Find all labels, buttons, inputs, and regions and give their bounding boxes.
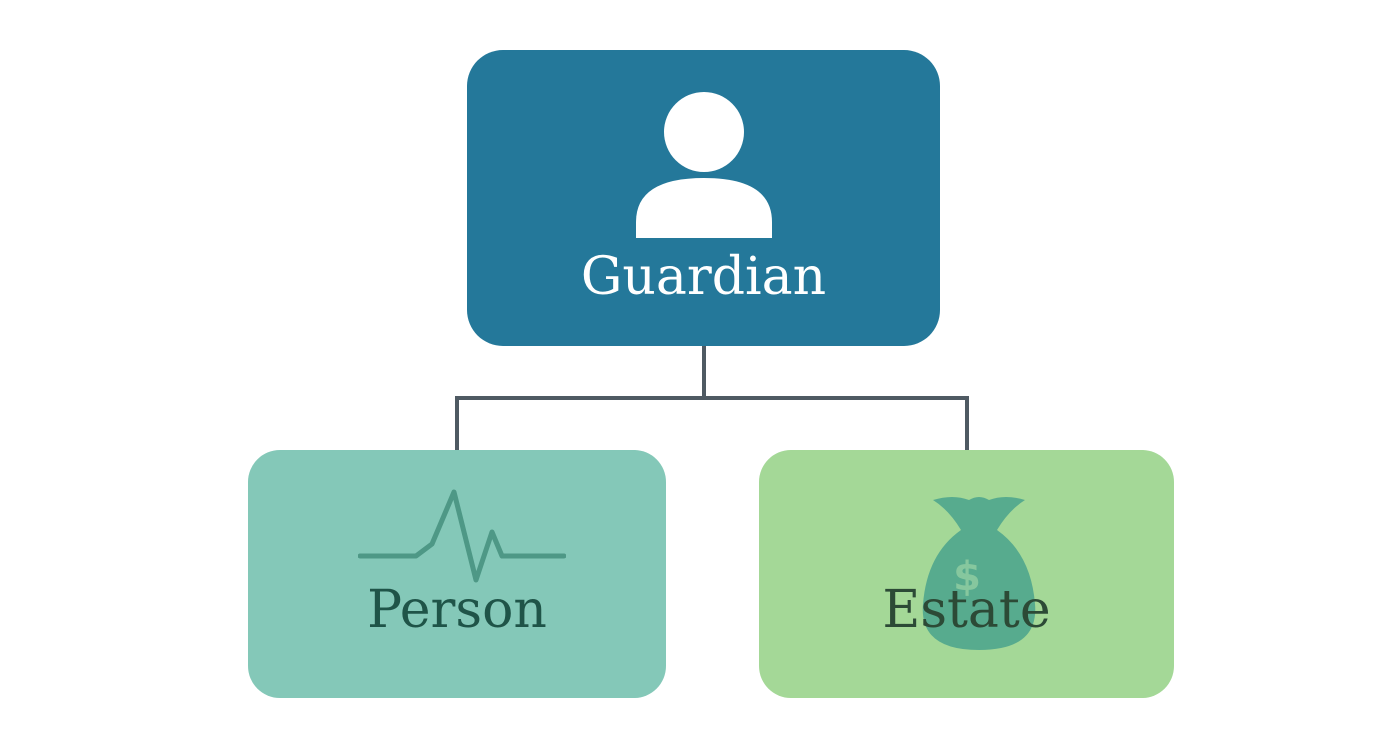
estate-node: $ Estate <box>759 450 1174 698</box>
svg-text:$: $ <box>953 554 981 600</box>
person-icon <box>636 92 772 238</box>
money-bag-icon: $ <box>922 497 1036 650</box>
guardian-label: Guardian <box>580 247 827 307</box>
heartbeat-icon <box>358 489 566 583</box>
guardian-node: Guardian <box>467 50 940 346</box>
person-node: Person <box>248 450 666 698</box>
person-label: Person <box>367 580 547 640</box>
estate-label: Estate <box>882 580 1051 640</box>
